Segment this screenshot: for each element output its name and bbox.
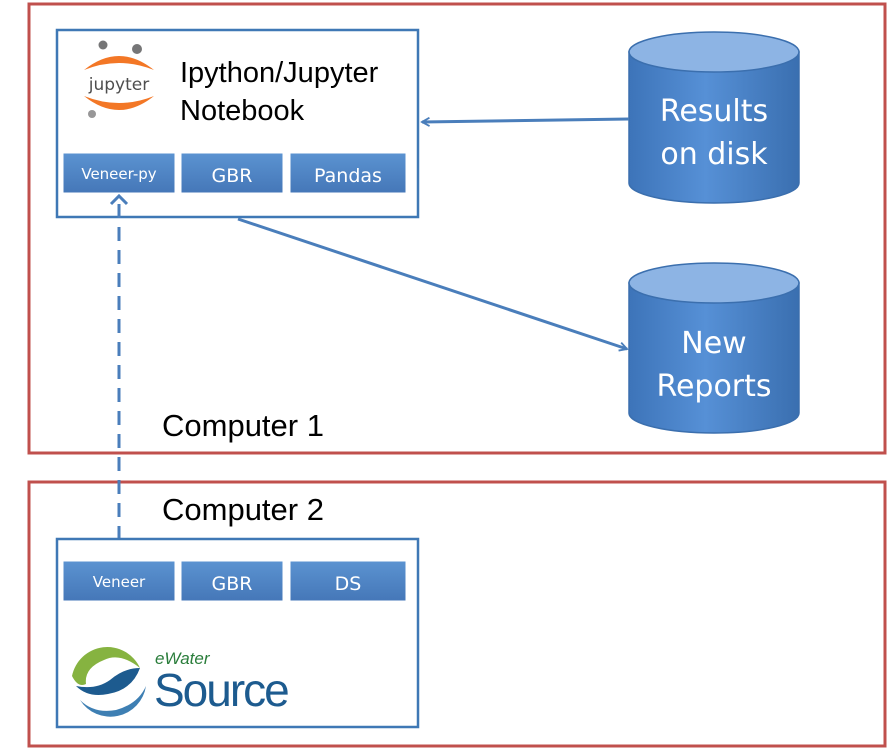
module-pandas: Pandas bbox=[289, 152, 407, 194]
jupyter-logo-icon: jupyter bbox=[84, 40, 154, 118]
reports-label-line2: Reports bbox=[656, 369, 771, 404]
veneer-link-arrowhead-up bbox=[109, 193, 129, 206]
module-veneer-label: Veneer bbox=[93, 573, 146, 591]
computer-2-frame: Computer 2 bbox=[27, 480, 887, 748]
results-label-line2: on disk bbox=[660, 137, 768, 172]
results-label-line1: Results bbox=[660, 94, 768, 129]
module-veneer-py: Veneer-py bbox=[62, 152, 176, 194]
source-text: Source bbox=[154, 664, 288, 716]
computer-2-label: Computer 2 bbox=[162, 492, 324, 527]
results-to-notebook-arrow bbox=[422, 119, 630, 122]
module-gbr-label: GBR bbox=[212, 165, 253, 187]
ewater-source-logo-icon: eWater Source bbox=[72, 647, 290, 717]
notebook-title-line2: Notebook bbox=[180, 95, 305, 127]
reports-cylinder: New Reports bbox=[628, 262, 800, 434]
module-pandas-label: Pandas bbox=[314, 165, 382, 187]
module-ds-label: DS bbox=[335, 573, 362, 595]
module-gbr-source: GBR bbox=[180, 560, 284, 602]
module-ds: DS bbox=[289, 560, 407, 602]
results-cylinder: Results on disk bbox=[628, 31, 800, 204]
module-veneer-py-label: Veneer-py bbox=[81, 165, 156, 183]
computer-1-label: Computer 1 bbox=[162, 408, 324, 443]
module-gbr-source-label: GBR bbox=[212, 573, 253, 595]
ewater-text: eWater bbox=[155, 649, 211, 668]
computer-1-frame: Computer 1 bbox=[27, 2, 887, 455]
reports-label-line1: New bbox=[681, 326, 746, 361]
jupyter-logo-text: jupyter bbox=[88, 75, 149, 95]
notebook-title-line1: Ipython/Jupyter bbox=[180, 57, 379, 89]
notebook-to-reports-arrow bbox=[237, 217, 627, 349]
module-veneer: Veneer bbox=[62, 560, 176, 602]
module-gbr: GBR bbox=[180, 152, 284, 194]
notebook-box: jupyter Ipython/Jupyter Notebook Veneer-… bbox=[55, 28, 420, 219]
source-box: Veneer GBR DS eWater Source bbox=[55, 537, 420, 729]
